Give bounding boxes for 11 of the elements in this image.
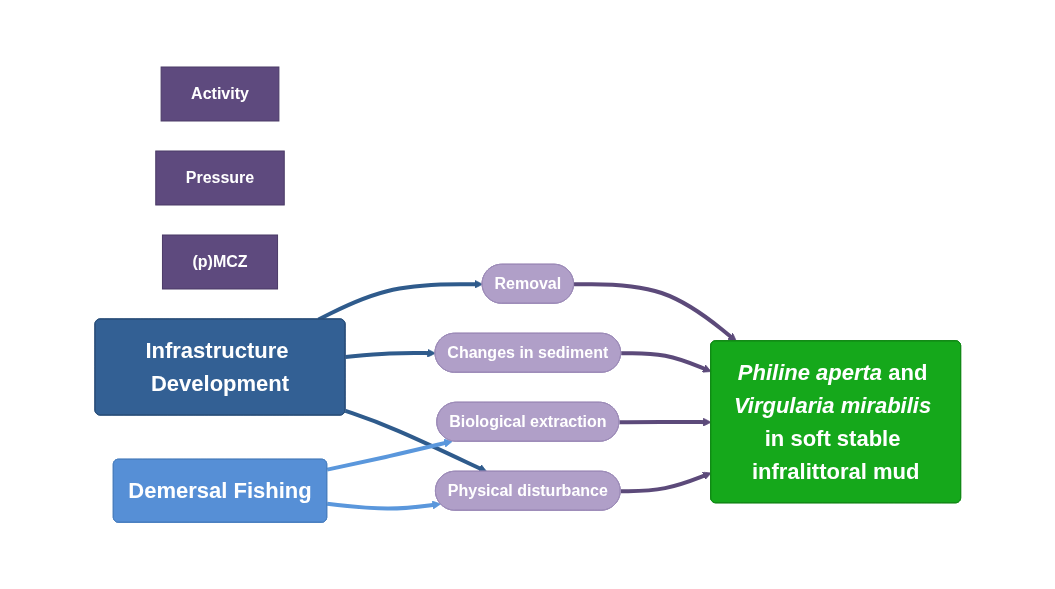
arrow — [619, 417, 712, 427]
node-box: (p)MCZ — [161, 234, 278, 290]
node-box: Activity — [160, 66, 280, 122]
arrow — [344, 408, 487, 473]
node-box: Pressure — [154, 150, 285, 206]
arrow — [620, 351, 712, 373]
arrow — [344, 348, 436, 359]
arrow — [326, 438, 453, 472]
arrow — [326, 500, 441, 511]
arrow — [573, 282, 737, 342]
arrow — [620, 471, 712, 494]
